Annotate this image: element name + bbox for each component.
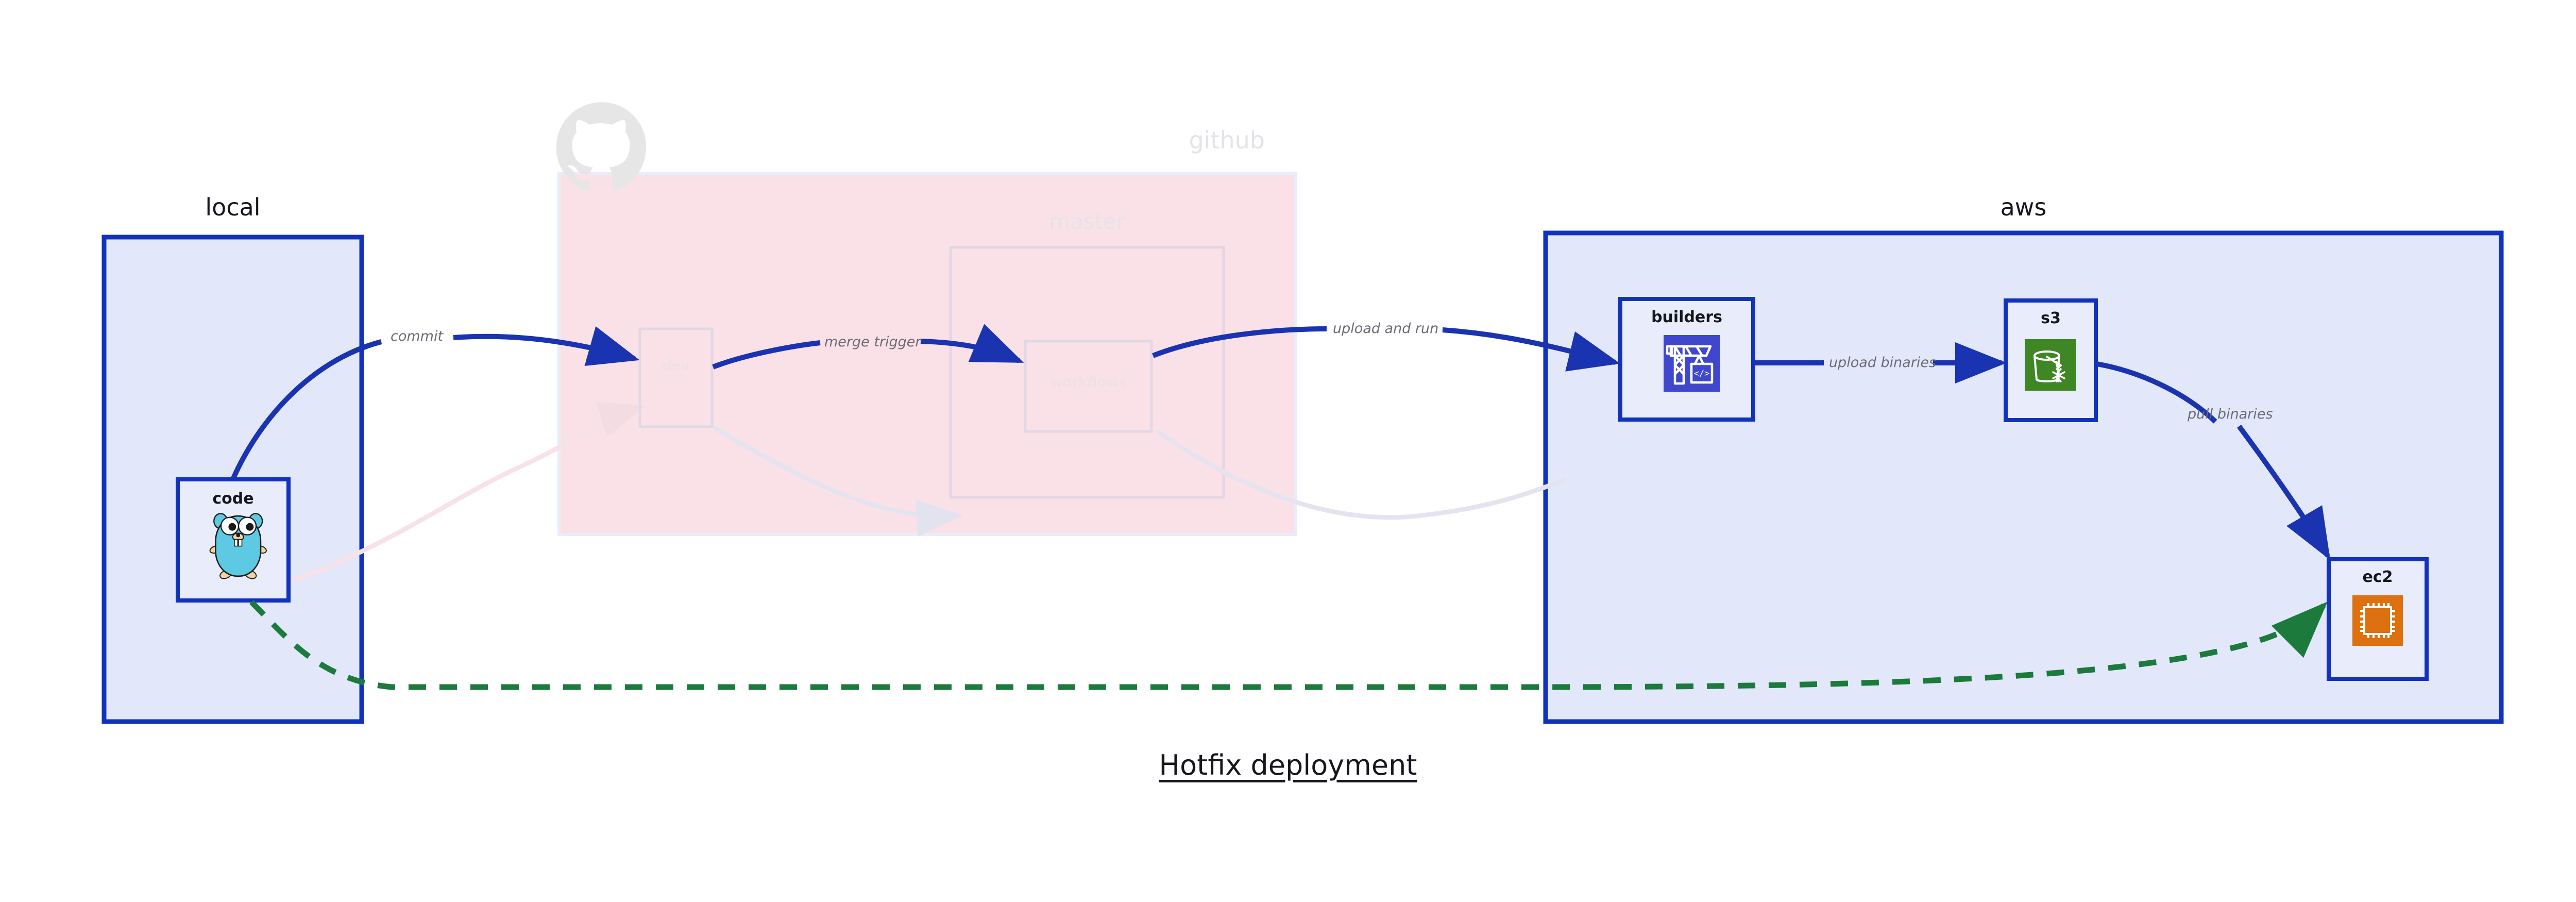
- aws-s3-glacier-icon: [2025, 339, 2076, 391]
- node-label-dev: dev: [662, 358, 690, 374]
- node-label-builders: builders: [1651, 308, 1722, 326]
- edge-merge-trigger-tail: [920, 324, 1024, 363]
- edge-commit: [230, 339, 382, 481]
- edge-faded-dev-workflows: [712, 426, 963, 537]
- container-github: [557, 172, 1297, 536]
- diagram-title: Hotfix deployment: [1159, 749, 1417, 781]
- go-gopher-icon: [209, 513, 267, 579]
- node-label-code: code: [212, 490, 254, 508]
- edge-upload-and-run-tail: [1442, 327, 1620, 372]
- edge-label-pull-binaries: pull binaries: [2188, 406, 2273, 422]
- node-dev-box[interactable]: [638, 327, 714, 428]
- node-label-s3: s3: [2041, 309, 2061, 327]
- container-master: [949, 246, 1225, 499]
- node-workflows-box[interactable]: [1024, 340, 1153, 433]
- edge-pull-binaries: [2096, 361, 2217, 424]
- edge-pull-binaries-tail: [2236, 425, 2331, 560]
- container-label-github: github: [1189, 126, 1265, 154]
- edge-hotfix-direct: [249, 600, 2328, 690]
- container-label-master: master: [1048, 209, 1126, 234]
- container-label-aws: aws: [2000, 193, 2047, 221]
- node-label-workflows: workflows: [1050, 375, 1127, 390]
- edge-label-merge-trigger: merge trigger: [824, 334, 921, 350]
- container-label-local: local: [205, 193, 261, 221]
- edge-merge-trigger: [712, 340, 821, 370]
- svg-text:</>: </>: [1694, 369, 1710, 379]
- edge-label-upload-binaries: upload binaries: [1829, 355, 1937, 371]
- edge-label-commit: commit: [391, 328, 444, 344]
- edge-commit-tail: [453, 326, 640, 366]
- edge-faded-code-dev: [233, 402, 646, 600]
- edge-faded-workflows-out: [1155, 428, 1567, 520]
- aws-codebuild-icon: </>: [1664, 335, 1720, 392]
- github-logo-icon: [556, 102, 646, 191]
- aws-ec2-icon: [2352, 595, 2403, 646]
- edge-upload-and-run: [1152, 326, 1327, 358]
- edge-label-upload-and-run: upload and run: [1333, 321, 1439, 337]
- node-label-ec2: ec2: [2362, 568, 2393, 586]
